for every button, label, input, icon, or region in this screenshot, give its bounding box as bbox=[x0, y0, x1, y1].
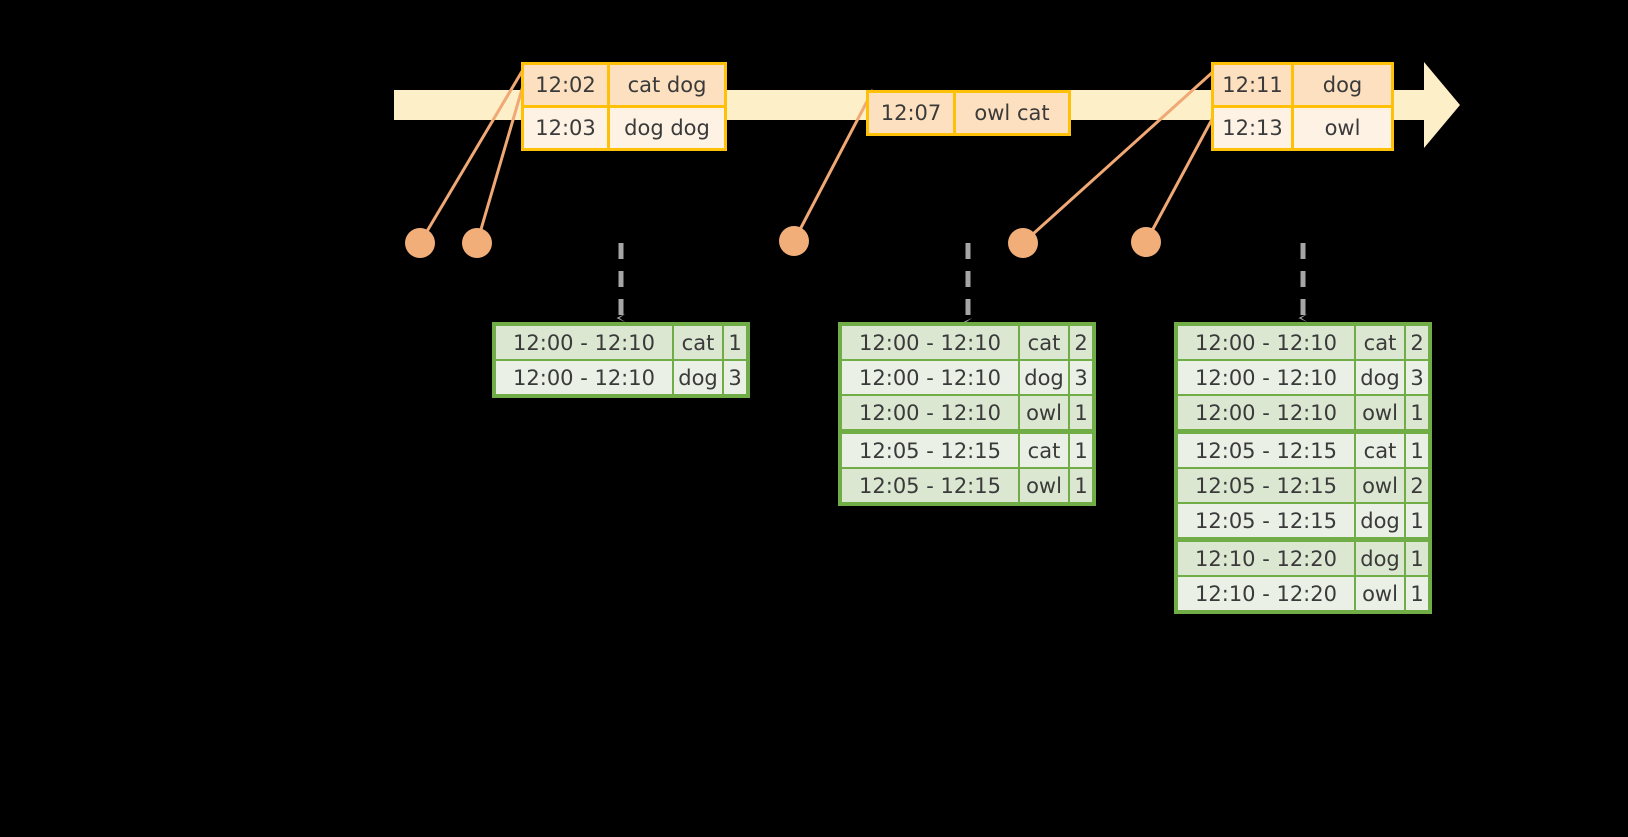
cell-window: 12:00 - 12:10 bbox=[1178, 396, 1354, 429]
event-row[interactable]: 12:11 dog bbox=[1214, 65, 1391, 105]
connector-line-3 bbox=[792, 89, 875, 242]
cell-count: 1 bbox=[1070, 396, 1092, 429]
cell-word: dog bbox=[674, 361, 722, 394]
cell-window: 12:10 - 12:20 bbox=[1178, 542, 1354, 575]
cell-window: 12:05 - 12:15 bbox=[1178, 504, 1354, 537]
connector-dot-5 bbox=[1131, 227, 1161, 257]
connector-dot-2 bbox=[462, 228, 492, 258]
cell-window: 12:05 - 12:15 bbox=[842, 469, 1018, 502]
connector-line-2 bbox=[475, 71, 529, 244]
connector-dot-3 bbox=[779, 226, 809, 256]
cell-count: 1 bbox=[1406, 396, 1428, 429]
cell-count: 2 bbox=[1070, 326, 1092, 359]
cell-word: dog bbox=[1356, 504, 1404, 537]
cell-word: cat bbox=[1356, 434, 1404, 467]
cell-window: 12:00 - 12:10 bbox=[1178, 361, 1354, 394]
cell-word: owl bbox=[1356, 396, 1404, 429]
event-row[interactable]: 12:13 owl bbox=[1214, 105, 1391, 148]
cell-window: 12:05 - 12:15 bbox=[842, 434, 1018, 467]
cell-word: owl bbox=[1356, 469, 1404, 502]
cell-window: 12:00 - 12:10 bbox=[1178, 326, 1354, 359]
connector-line-1 bbox=[418, 67, 526, 244]
event-payload: dog bbox=[1294, 65, 1391, 105]
event-row[interactable]: 12:02 cat dog bbox=[524, 65, 724, 105]
cell-window: 12:05 - 12:15 bbox=[1178, 469, 1354, 502]
cell-window: 12:05 - 12:15 bbox=[1178, 434, 1354, 467]
cell-count: 1 bbox=[1406, 504, 1428, 537]
event-payload: owl bbox=[1294, 108, 1391, 148]
cell-window: 12:00 - 12:10 bbox=[496, 326, 672, 359]
cell-count: 1 bbox=[1406, 434, 1428, 467]
dashed-arrows bbox=[616, 243, 1308, 327]
connector-dots bbox=[405, 226, 1161, 258]
event-row[interactable]: 12:03 dog dog bbox=[524, 105, 724, 148]
cell-window: 12:00 - 12:10 bbox=[496, 361, 672, 394]
cell-word: cat bbox=[1020, 434, 1068, 467]
cell-count: 1 bbox=[1070, 469, 1092, 502]
cell-word: dog bbox=[1356, 542, 1404, 575]
event-payload: owl cat bbox=[956, 93, 1068, 133]
event-time: 12:13 bbox=[1214, 108, 1294, 148]
event-group-2[interactable]: 12:07 owl cat bbox=[866, 90, 1071, 136]
cell-window: 12:00 - 12:10 bbox=[842, 396, 1018, 429]
cell-count: 3 bbox=[1070, 361, 1092, 394]
cell-count: 2 bbox=[1406, 326, 1428, 359]
event-time: 12:07 bbox=[869, 93, 956, 133]
connector-dot-4 bbox=[1008, 228, 1038, 258]
connector-line-5 bbox=[1144, 109, 1219, 243]
cell-word: owl bbox=[1356, 577, 1404, 610]
cell-count: 1 bbox=[1406, 577, 1428, 610]
event-payload: cat dog bbox=[610, 65, 724, 105]
event-row[interactable]: 12:07 owl cat bbox=[869, 93, 1068, 133]
cell-word: owl bbox=[1020, 396, 1068, 429]
cell-count: 1 bbox=[724, 326, 746, 359]
event-group-1[interactable]: 12:02 cat dog 12:03 dog dog bbox=[521, 62, 727, 151]
event-time: 12:03 bbox=[524, 108, 610, 148]
cell-word: dog bbox=[1356, 361, 1404, 394]
cell-window: 12:10 - 12:20 bbox=[1178, 577, 1354, 610]
cell-word: dog bbox=[1020, 361, 1068, 394]
cell-count: 2 bbox=[1406, 469, 1428, 502]
cell-count: 3 bbox=[1406, 361, 1428, 394]
event-time: 12:11 bbox=[1214, 65, 1294, 105]
cell-window: 12:00 - 12:10 bbox=[842, 326, 1018, 359]
cell-count: 3 bbox=[724, 361, 746, 394]
cell-word: cat bbox=[674, 326, 722, 359]
event-time: 12:02 bbox=[524, 65, 610, 105]
cell-count: 1 bbox=[1406, 542, 1428, 575]
cell-count: 1 bbox=[1070, 434, 1092, 467]
cell-word: cat bbox=[1356, 326, 1404, 359]
event-payload: dog dog bbox=[610, 108, 724, 148]
connector-dot-1 bbox=[405, 228, 435, 258]
event-group-3[interactable]: 12:11 dog 12:13 owl bbox=[1211, 62, 1394, 151]
cell-window: 12:00 - 12:10 bbox=[842, 361, 1018, 394]
cell-word: cat bbox=[1020, 326, 1068, 359]
cell-word: owl bbox=[1020, 469, 1068, 502]
